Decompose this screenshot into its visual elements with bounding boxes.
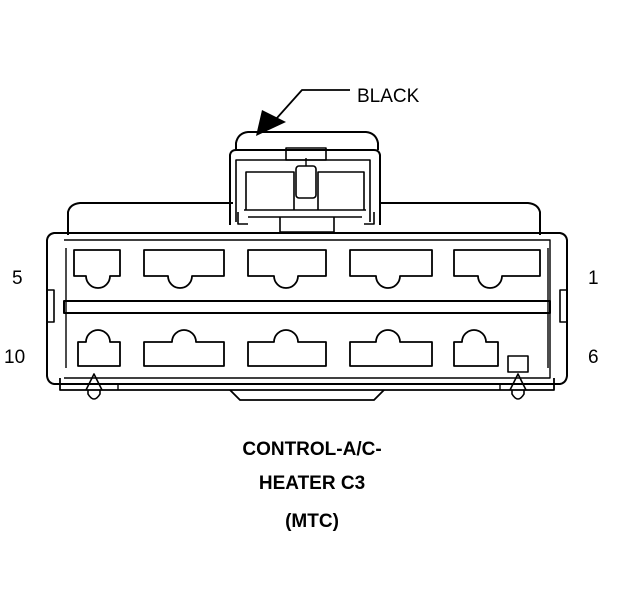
latch-assembly — [229, 131, 381, 233]
pin-label-bottom-left: 10 — [4, 347, 26, 368]
cavity-pin-10 — [77, 329, 121, 367]
cavity-pin-3 — [247, 249, 327, 289]
cavity-pin-4 — [143, 249, 225, 289]
pin-label-top-right: 1 — [588, 268, 599, 289]
connector-rear-shoulder — [67, 202, 541, 235]
cavity-row-bottom — [77, 329, 499, 367]
connector-caption-line2: HEATER C3 — [258, 473, 366, 494]
pin-label-bottom-right: 6 — [588, 347, 599, 368]
leader-arrow — [256, 89, 350, 136]
cavity-pin-7 — [349, 329, 433, 367]
cavity-row-top — [73, 249, 541, 289]
connector-caption-line3: (MTC) — [285, 511, 339, 532]
connector-body — [46, 232, 568, 401]
pin-label-top-left: 5 — [12, 268, 23, 289]
cavity-pin-9 — [143, 329, 225, 367]
cavity-pin-8 — [247, 329, 327, 367]
cavity-pin-1 — [453, 249, 541, 289]
cavity-pin-5 — [73, 249, 121, 289]
connector-caption-line1: CONTROL-A/C- — [242, 439, 382, 460]
wire-color-label: BLACK — [357, 86, 420, 107]
cavity-pin-6 — [453, 329, 499, 367]
cavity-pin-2 — [349, 249, 433, 289]
